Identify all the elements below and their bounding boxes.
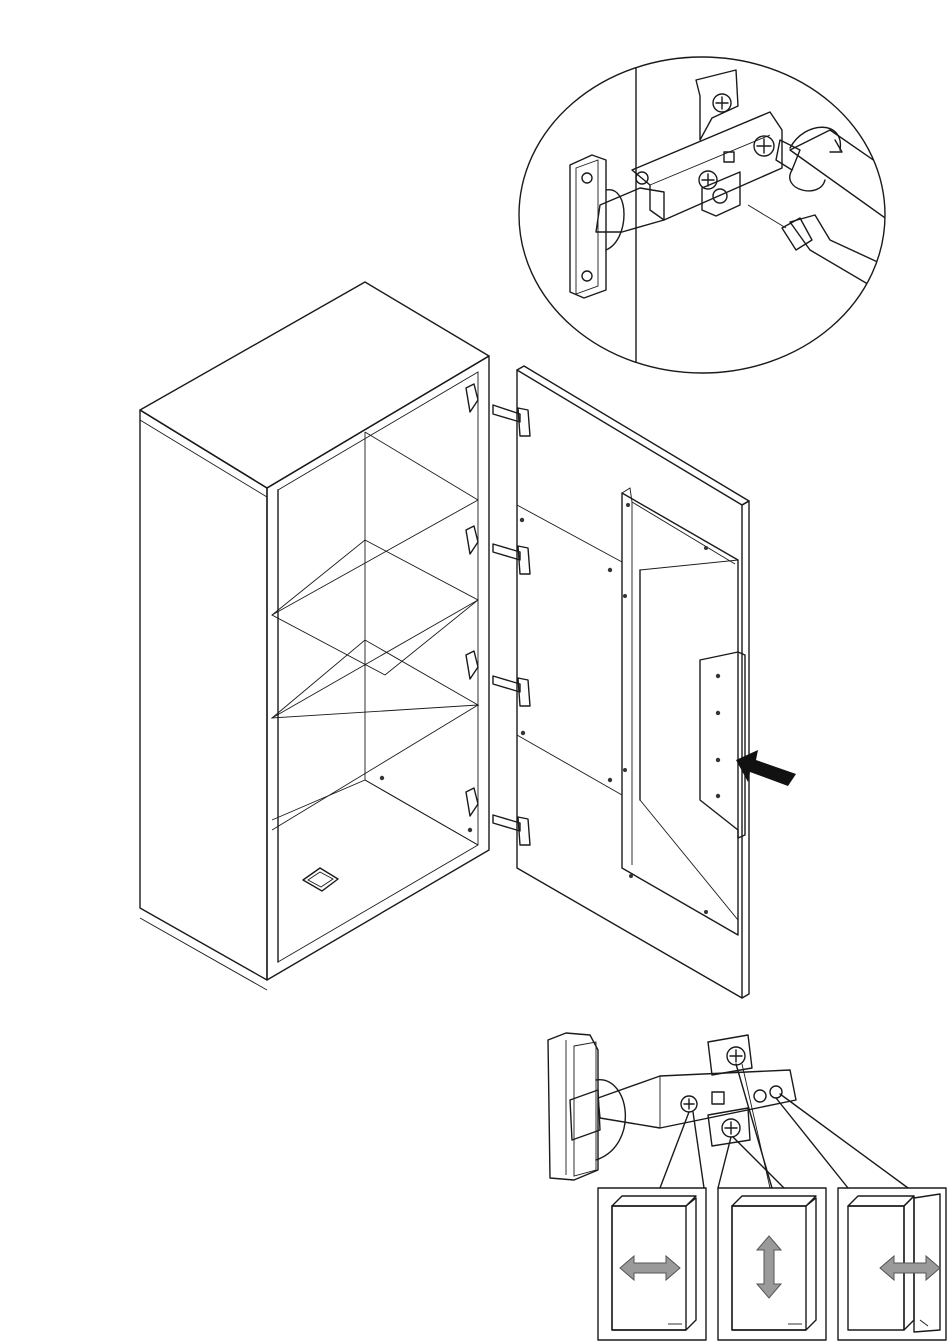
adjust-side-box	[598, 1188, 706, 1340]
cabinet-hinge-plate-3	[466, 651, 478, 679]
bottom-shelf	[272, 705, 478, 845]
door-hinge-2	[493, 544, 530, 574]
cabinet-hinge-plate-4	[466, 788, 478, 816]
door-hinge-3	[493, 676, 530, 706]
zoom-detail-circle	[519, 55, 895, 375]
left-right-arrow-icon	[620, 1256, 680, 1280]
depth-arrow-icon	[880, 1256, 940, 1280]
door-hinge-1	[493, 405, 530, 436]
cabinet-hinge-plate-1	[466, 384, 478, 412]
door-hinge-4	[493, 815, 530, 845]
glass-handle-strip	[700, 652, 745, 838]
glass-shelf-1	[272, 432, 478, 675]
glass-door	[493, 366, 749, 998]
screwdriver-tip-icon	[748, 205, 895, 300]
cabinet-body	[140, 282, 489, 990]
glass-shelf-2	[272, 600, 478, 718]
adjust-height-box	[718, 1188, 826, 1340]
adjust-depth-box	[838, 1188, 946, 1340]
vent-grille-icon	[303, 868, 338, 891]
cabinet-hinge-plate-2	[466, 526, 478, 554]
hinge-adjustment-detail	[548, 1033, 908, 1188]
up-down-arrow-icon	[757, 1236, 781, 1298]
screwdriver-icon	[776, 127, 895, 225]
